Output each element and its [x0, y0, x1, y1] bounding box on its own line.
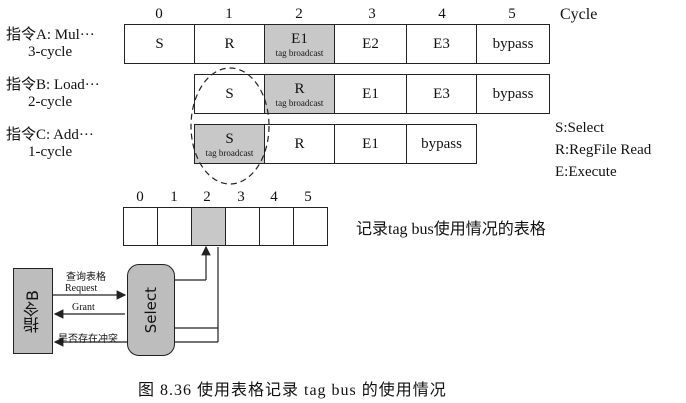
grant-label: Grant — [72, 302, 95, 313]
stage-cell: E3 — [407, 74, 477, 114]
table-cell-highlighted — [192, 207, 226, 246]
figure-caption: 图 8.36 使用表格记录 tag bus 的使用情况 — [138, 382, 447, 399]
tag-bus-table — [123, 207, 328, 246]
cycle-number: 3 — [368, 6, 376, 22]
legend-item: R:RegFile Read — [555, 142, 652, 158]
select-box: Select — [127, 264, 175, 356]
instr-b-latency: 2-cycle — [28, 94, 73, 110]
stage-cell: bypass — [477, 24, 550, 64]
table-index: 0 — [136, 189, 144, 205]
stage-cell: E3 — [407, 24, 477, 64]
table-cell — [158, 207, 192, 246]
instr-b-name: 指令B: Load··· — [6, 77, 100, 93]
stage-cell: E1 — [335, 74, 407, 114]
legend: S:Select R:RegFile Read E:Execute — [555, 117, 651, 183]
instr-a-name: 指令A: Mul··· — [6, 27, 95, 43]
cycle-label: Cycle — [560, 6, 598, 23]
request-label: Request — [65, 283, 98, 294]
table-index: 3 — [237, 189, 245, 205]
stage-cell: S — [194, 74, 265, 114]
stage-cell: E2 — [335, 24, 407, 64]
legend-item: S:Select — [555, 120, 605, 136]
conflict-label: 是否存在冲突 — [58, 334, 118, 345]
stage-cell: bypass — [477, 74, 550, 114]
table-index: 4 — [270, 189, 278, 205]
stage-cell: S — [124, 24, 195, 64]
instr-c-latency: 1-cycle — [28, 144, 73, 160]
stage-cell: E1 — [335, 124, 407, 164]
table-cell — [123, 207, 158, 246]
table-index: 5 — [304, 189, 312, 205]
lookup-label: 查询表格 — [66, 272, 106, 283]
table-index: 1 — [170, 189, 178, 205]
instr-c-label: 指令C: Add··· 1-cycle — [6, 127, 94, 161]
stage-cell: bypass — [407, 124, 477, 164]
cycle-number: 4 — [438, 6, 446, 22]
instr-a-latency: 3-cycle — [28, 44, 73, 60]
cycle-number: 0 — [155, 6, 163, 22]
instr-b-label: 指令B: Load··· 2-cycle — [6, 77, 100, 111]
instr-a-label: 指令A: Mul··· 3-cycle — [6, 27, 95, 61]
table-title: 记录tag bus使用情况的表格 — [356, 221, 546, 238]
table-cell — [294, 207, 328, 246]
legend-item: E:Execute — [555, 164, 617, 180]
table-index: 2 — [203, 189, 211, 205]
cycle-number: 2 — [295, 6, 303, 22]
table-cell — [226, 207, 260, 246]
cycle-number: 5 — [508, 6, 516, 22]
instr-b-box: 指令B — [13, 268, 53, 354]
select-box-label: Select — [142, 286, 160, 334]
instr-b-box-label: 指令B — [23, 289, 42, 333]
stage-cell: R — [195, 24, 265, 64]
stage-cell: R — [265, 124, 335, 164]
cycle-number: 1 — [225, 6, 233, 22]
table-cell — [260, 207, 294, 246]
instr-c-name: 指令C: Add··· — [6, 127, 94, 143]
